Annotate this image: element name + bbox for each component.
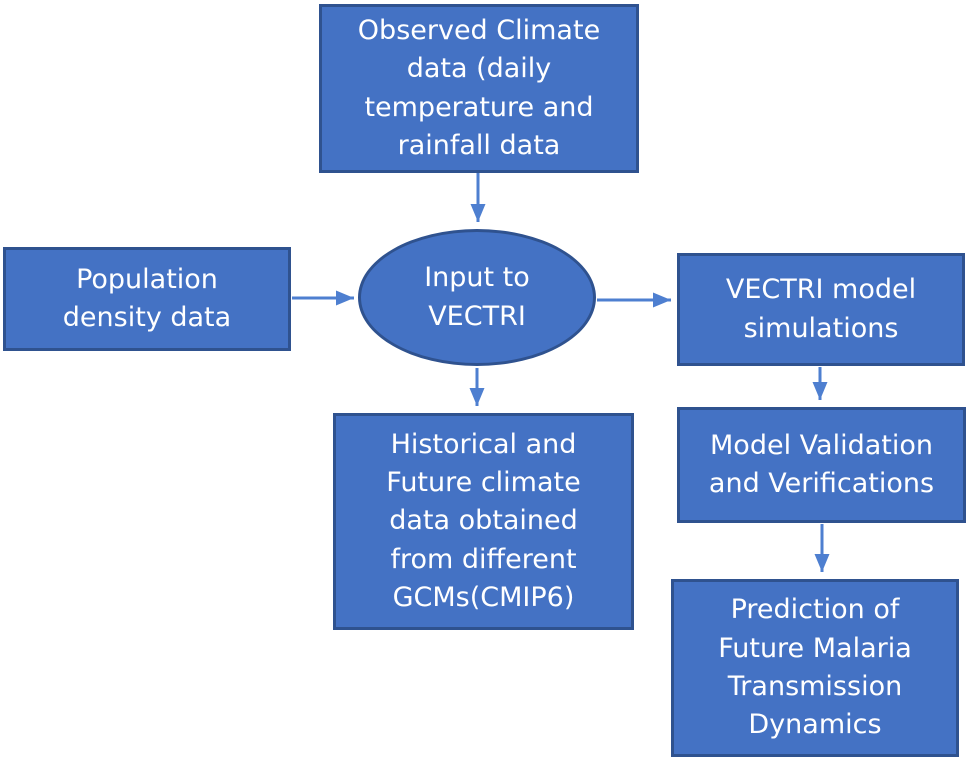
node-prediction-future-malaria-label: Prediction of Future Malaria Transmissio… — [718, 594, 912, 741]
node-observed-climate-data: Observed Climate data (daily temperature… — [319, 4, 639, 173]
node-model-validation-verifications-label: Model Validation and Verifications — [708, 429, 935, 499]
node-population-density-data-label: Population density data — [62, 263, 232, 333]
node-model-validation-verifications: Model Validation and Verifications — [677, 407, 966, 523]
node-observed-climate-data-label: Observed Climate data (daily temperature… — [357, 14, 601, 161]
node-population-density-data: Population density data — [3, 247, 291, 351]
node-vectri-model-simulations: VECTRI model simulations — [677, 253, 965, 366]
node-input-to-vectri-label: Input to VECTRI — [424, 262, 530, 332]
node-historical-future-climate-data: Historical and Future climate data obtai… — [333, 413, 634, 630]
node-vectri-model-simulations-label: VECTRI model simulations — [725, 274, 917, 344]
node-input-to-vectri: Input to VECTRI — [358, 229, 596, 366]
node-historical-future-climate-data-label: Historical and Future climate data obtai… — [386, 428, 581, 613]
node-prediction-future-malaria: Prediction of Future Malaria Transmissio… — [671, 579, 959, 757]
